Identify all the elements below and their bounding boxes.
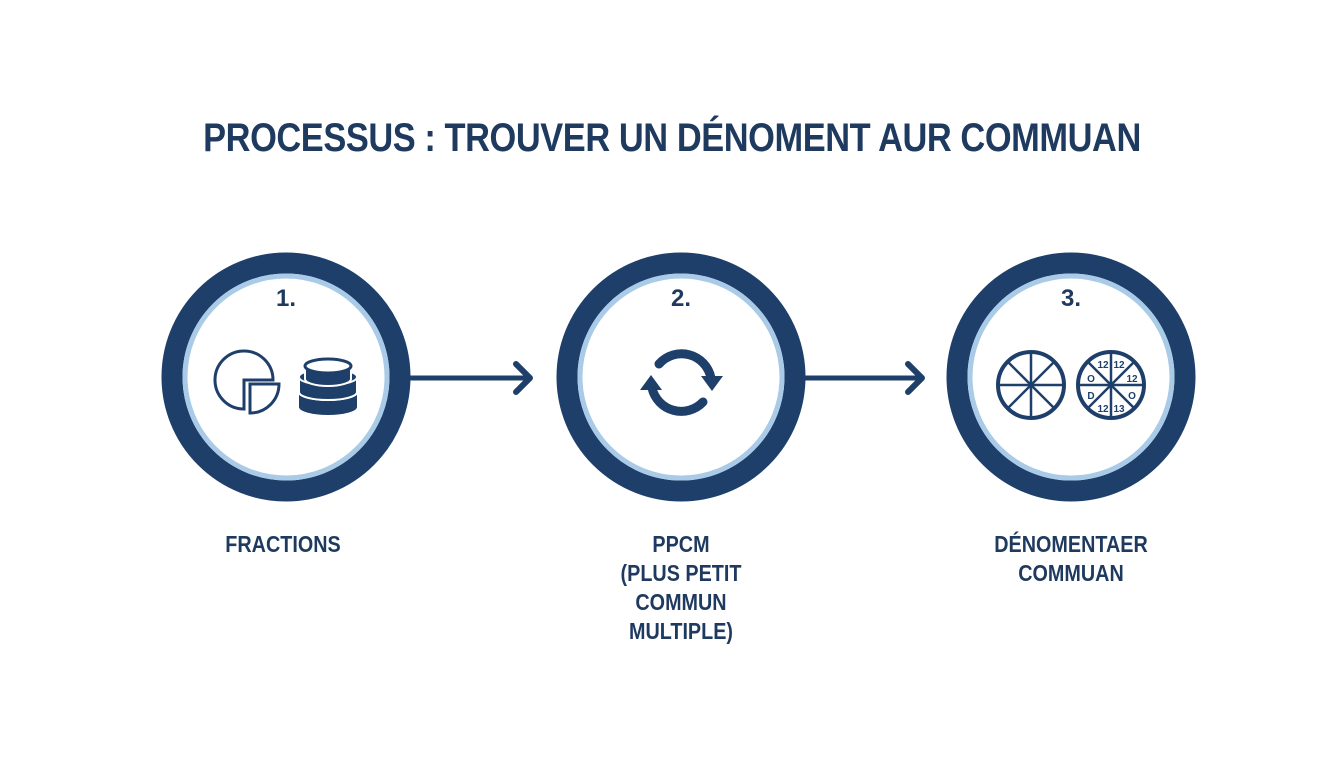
ring-icon xyxy=(946,252,1196,502)
label-line: FRACTIONS xyxy=(225,531,341,557)
label-line: COMMUAN xyxy=(1018,560,1124,586)
step-2-circle: 2. xyxy=(556,252,806,502)
step-3-circle: 3. 12 12 12 O 13 12 D O xyxy=(946,252,1196,502)
label-line: MULTIPLE) xyxy=(628,618,734,644)
label-line: PPCM xyxy=(652,531,710,557)
page-title: PROCESSUS : TROUVER UN DÉNOMENT AUR COMM… xyxy=(203,116,1141,160)
pie-label: 13 xyxy=(1113,404,1125,415)
step-1-circle: 1. xyxy=(161,252,411,502)
label-line: DÉNOMENTAER xyxy=(994,531,1148,557)
step-1-label: FRACTIONS xyxy=(154,530,412,559)
label-line: (PLUS PETIT xyxy=(620,560,742,586)
pie-label: 12 xyxy=(1126,374,1138,385)
arrow-right-icon xyxy=(803,361,925,395)
step-3-label: DÉNOMENTAER COMMUAN xyxy=(942,530,1200,588)
refresh-cycle-icon xyxy=(640,349,723,416)
pie-chart-icon xyxy=(213,349,281,415)
pie-label: 12 xyxy=(1097,404,1109,415)
step-number: 3. xyxy=(1060,285,1081,312)
step-number: 1. xyxy=(275,285,296,312)
pie-label: 12 xyxy=(1097,360,1109,371)
labeled-eight-slice-pie-icon: 12 12 12 O 13 12 D O xyxy=(1076,350,1146,420)
eight-slice-pie-icon xyxy=(996,350,1066,420)
step-number: 2. xyxy=(670,285,691,312)
pie-label: O xyxy=(1128,391,1136,402)
pie-label: D xyxy=(1087,391,1094,402)
ring-icon xyxy=(556,252,806,502)
label-line: COMMUN xyxy=(635,589,727,615)
pie-label: O xyxy=(1087,374,1095,385)
arrow-right-icon xyxy=(408,361,533,395)
ring-icon xyxy=(161,252,411,502)
pie-label: 12 xyxy=(1113,360,1125,371)
stacked-coins-icon xyxy=(298,357,358,415)
step-2-label: PPCM (PLUS PETIT COMMUN MULTIPLE) xyxy=(552,530,810,646)
